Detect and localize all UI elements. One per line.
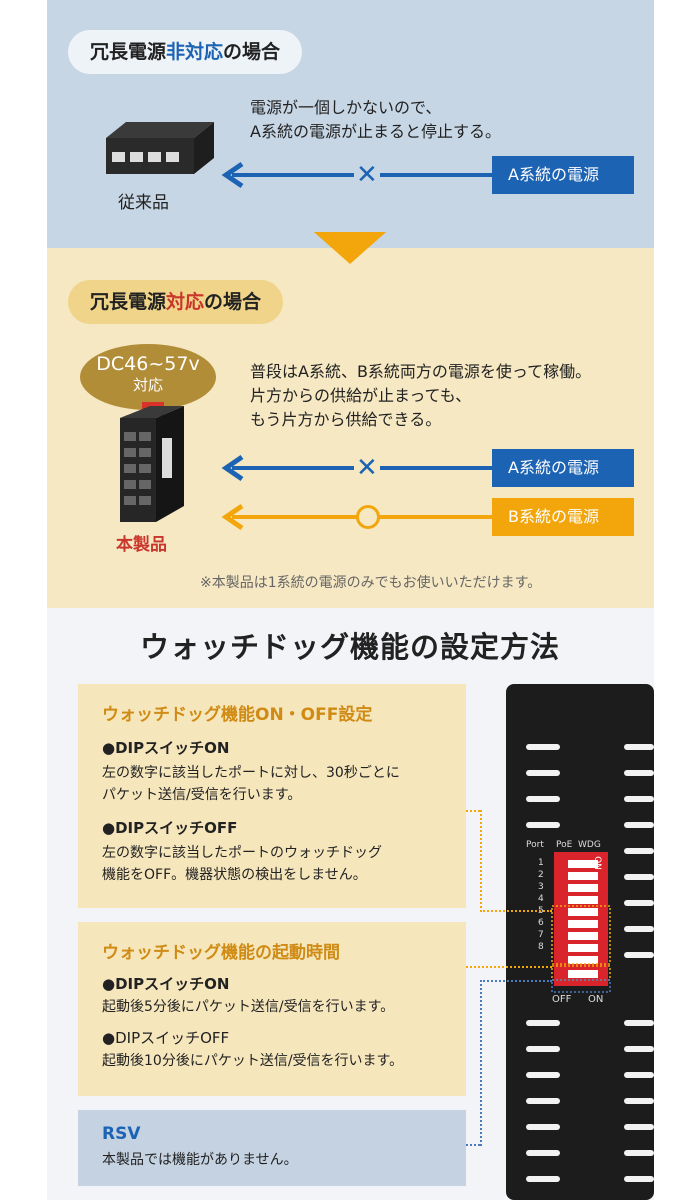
leader-line: [466, 966, 552, 968]
watchdog-onoff-card: ウォッチドッグ機能ON・OFF設定 ●DIPスイッチON 左の数字に該当したポー…: [78, 684, 466, 908]
rsv-card: RSV 本製品では機能がありません。: [78, 1110, 466, 1186]
industrial-switch-icon: [120, 402, 184, 522]
dip-on-label: ●DIPスイッチON: [102, 975, 230, 993]
arrow-left-icon: [221, 161, 244, 189]
leader-line: [480, 910, 552, 912]
watchdog-startup-card: ウォッチドッグ機能の起動時間 ●DIPスイッチON 起動後5分後にパケット送信/…: [78, 922, 466, 1096]
left-margin: [0, 0, 47, 1200]
dip-off-label: ●DIPスイッチOFF: [102, 1029, 230, 1047]
source-a: A系統の電源: [492, 449, 634, 487]
rsv-text: 本製品では機能がありません。: [102, 1152, 298, 1168]
redundant-desc-3: もう片方から供給できる。: [250, 410, 442, 429]
voltage-badge: DC46~57v 対応: [80, 344, 216, 410]
non-redundant-pill: 冗長電源非対応の場合: [68, 30, 303, 74]
dip-off-text: 起動後10分後にパケット送信/受信を行います。: [102, 1053, 404, 1069]
card-heading: ウォッチドッグ機能の起動時間: [102, 943, 340, 963]
watchdog-title: ウォッチドッグ機能の設定方法: [139, 630, 560, 664]
dip-on-text-2: パケット送信/受信を行います。: [102, 787, 302, 803]
leader-line: [480, 810, 482, 912]
port-number: 8: [538, 942, 544, 952]
arrow-left-icon: [221, 503, 244, 531]
leader-line: [466, 1144, 480, 1146]
leader-line: [480, 980, 482, 1146]
on-mark: ON: [591, 856, 602, 870]
on-label: ON: [588, 994, 604, 1005]
dip-off-text-2: 機能をOFF。機器状態の検出をしません。: [102, 867, 367, 883]
leader-line: [480, 980, 552, 982]
legacy-switch-icon: [106, 122, 214, 174]
col-port-label: Port: [526, 840, 544, 850]
down-arrow-icon: [314, 232, 386, 264]
device-body-icon: [506, 684, 654, 1200]
port-number: 4: [538, 894, 544, 904]
off-label: OFF: [552, 994, 572, 1005]
redundant-pill: 冗長電源対応の場合: [68, 280, 284, 324]
card-heading: RSV: [102, 1124, 141, 1144]
source-a-legacy: A系統の電源: [492, 156, 634, 194]
leader-line: [466, 810, 480, 812]
port-number: 3: [538, 882, 544, 892]
redundant-desc-2: 片方からの供給が止まっても、: [250, 386, 472, 405]
dip-on-text-1: 左の数字に該当したポートに対し、30秒ごとに: [102, 765, 400, 781]
non-redundant-desc-2: A系統の電源が止まると停止する。: [250, 122, 501, 141]
dip-on-label: ●DIPスイッチON: [102, 739, 230, 757]
voltage-badge-sub: 対応: [132, 376, 163, 394]
circle-mark-icon: [356, 505, 380, 529]
col-poe-label: PoE: [556, 840, 573, 850]
voltage-badge-value: DC46~57v: [96, 353, 200, 375]
legacy-product-label: 従来品: [118, 193, 169, 213]
single-source-note: ※本製品は1系統の電源のみでもお使いいただけます。: [200, 575, 542, 591]
source-b: B系統の電源: [492, 498, 634, 536]
right-margin: [654, 0, 700, 1200]
port-number: 2: [538, 870, 544, 880]
col-wdg-label: WDG: [578, 840, 601, 850]
this-product-label: 本製品: [116, 535, 167, 555]
port-number: 1: [538, 858, 544, 868]
cross-mark-icon: ✕: [354, 453, 380, 483]
dip-on-text: 起動後5分後にパケット送信/受信を行います。: [102, 999, 395, 1015]
non-redundant-desc-1: 電源が一個しかないので、: [250, 98, 442, 117]
dip-off-label: ●DIPスイッチOFF: [102, 819, 238, 837]
card-heading: ウォッチドッグ機能ON・OFF設定: [102, 705, 373, 725]
port-number: 6: [538, 918, 544, 928]
redundant-desc-1: 普段はA系統、B系統両方の電源を使って稼働。: [250, 362, 592, 381]
arrow-left-icon: [221, 454, 244, 482]
dip-off-text-1: 左の数字に該当したポートのウォッチドッグ: [102, 845, 382, 861]
port-number: 7: [538, 930, 544, 940]
cross-mark-icon: ✕: [354, 160, 380, 190]
